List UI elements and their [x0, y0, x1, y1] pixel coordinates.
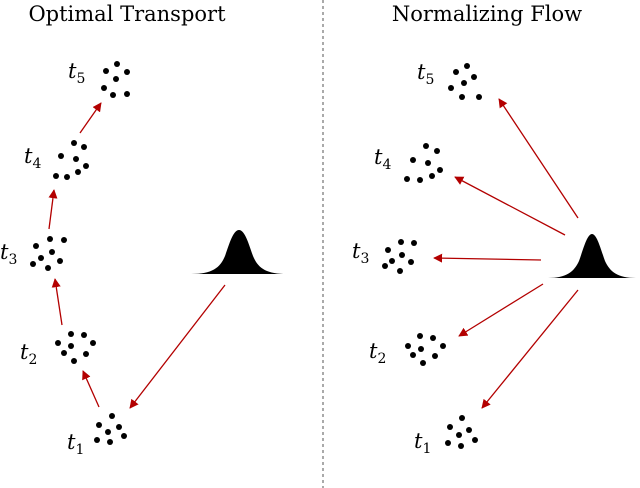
- left-point-cluster-t4: [53, 140, 89, 180]
- left-arrow-t1-to-t2: [82, 370, 100, 408]
- right-arrow-gaussian-to-t3: [433, 253, 542, 263]
- svg-text:t2: t2: [20, 340, 37, 368]
- left-point-cluster-t3: [30, 236, 67, 271]
- right-arrow-gaussian-to-t1: [481, 289, 579, 409]
- right-point-cluster-t5: [448, 63, 482, 100]
- right-arrow-gaussian-to-t2: [458, 283, 544, 337]
- left-time-label-t3: t3: [0, 240, 17, 268]
- right-point-cluster-t1: [445, 415, 478, 449]
- svg-text:t2: t2: [369, 339, 386, 367]
- left-point-cluster-t5: [101, 61, 130, 98]
- svg-text:t3: t3: [0, 240, 17, 268]
- left-arrow-t2-to-t3: [51, 278, 63, 326]
- left-point-cluster-t2: [55, 331, 96, 364]
- svg-text:t4: t4: [374, 145, 391, 173]
- right-point-cluster-t2: [405, 333, 446, 366]
- left-gaussian-distribution: [191, 230, 287, 274]
- svg-text:t3: t3: [352, 239, 369, 267]
- left-arrow-t4-to-t5: [79, 102, 102, 134]
- svg-text:t1: t1: [67, 430, 84, 458]
- right-time-label-t4: t4: [374, 145, 391, 173]
- right-point-cluster-t4: [404, 143, 443, 183]
- svg-text:t1: t1: [414, 429, 431, 457]
- left-arrow-gaussian-to-t1: [129, 284, 226, 409]
- right-panel-title: Normalizing Flow: [392, 2, 582, 26]
- svg-text:t5: t5: [417, 60, 434, 88]
- right-time-label-t5: t5: [417, 60, 434, 88]
- svg-text:t5: t5: [68, 59, 85, 87]
- right-arrow-gaussian-to-t4: [454, 176, 566, 236]
- left-time-label-t2: t2: [20, 340, 37, 368]
- left-time-label-t4: t4: [24, 144, 41, 172]
- right-time-label-t2: t2: [369, 339, 386, 367]
- left-panel-title: Optimal Transport: [28, 2, 226, 26]
- right-gaussian-distribution: [548, 234, 636, 278]
- left-time-label-t5: t5: [68, 59, 85, 87]
- left-time-label-t1: t1: [67, 430, 84, 458]
- right-time-label-t3: t3: [352, 239, 369, 267]
- left-point-cluster-t1: [94, 413, 127, 445]
- svg-text:t4: t4: [24, 144, 41, 172]
- right-arrow-gaussian-to-t5: [498, 98, 579, 219]
- right-panel: t5 t4 t3: [352, 60, 636, 457]
- right-time-label-t1: t1: [414, 429, 431, 457]
- left-arrow-t3-to-t4: [48, 189, 58, 230]
- right-point-cluster-t3: [382, 239, 417, 274]
- left-panel: t5 t4 t3: [0, 59, 287, 458]
